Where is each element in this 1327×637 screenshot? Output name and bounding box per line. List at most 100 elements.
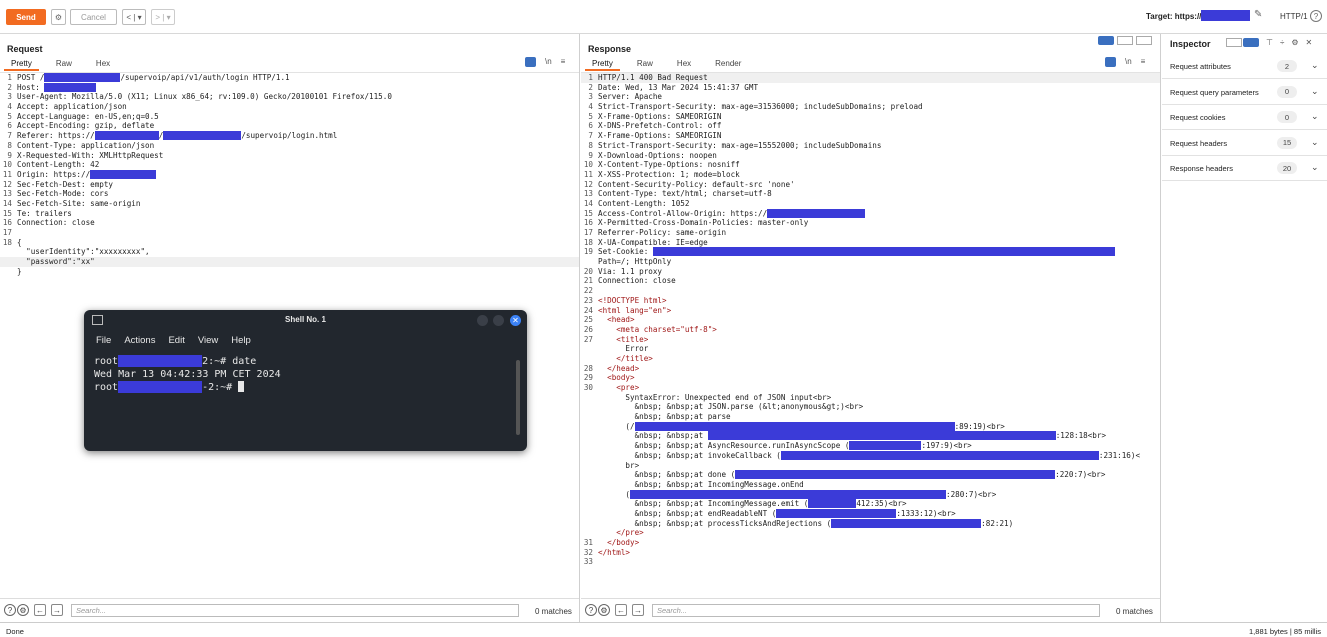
code-text: X-Requested-With: XMLHttpRequest xyxy=(17,151,163,161)
expand-all-icon[interactable]: ÷ xyxy=(1279,38,1285,47)
cancel-button[interactable]: Cancel xyxy=(70,9,117,25)
tab-pretty[interactable]: Pretty xyxy=(585,58,620,71)
code-segment: Strict-Transport-Security: max-age=31536… xyxy=(598,102,923,112)
code-text: X-XSS-Protection: 1; mode=block xyxy=(598,170,740,180)
help-icon[interactable]: ? xyxy=(1310,10,1322,22)
chevron-down-icon[interactable]: ⌄ xyxy=(1311,60,1319,70)
line-number: 29 xyxy=(583,373,593,383)
pretty-view-icon[interactable] xyxy=(525,57,536,67)
history-forward-button[interactable]: > | ▾ xyxy=(151,9,175,25)
code-text: Sec-Fetch-Mode: cors xyxy=(17,189,108,199)
response-search-input[interactable]: Search... xyxy=(652,604,1100,617)
code-line: &nbsp; &nbsp;at parse xyxy=(581,412,1160,422)
inspector-close-icon[interactable]: ✕ xyxy=(1305,38,1313,47)
help-icon[interactable]: ? xyxy=(585,604,597,616)
code-segment: </html> xyxy=(598,547,631,557)
tab-raw[interactable]: Raw xyxy=(55,59,72,68)
newline-toggle-icon[interactable]: \n xyxy=(1125,57,1132,66)
code-text: Content-Type: text/html; charset=utf-8 xyxy=(598,189,772,199)
chevron-down-icon[interactable]: ⌄ xyxy=(1311,85,1319,96)
terminal-menu-edit[interactable]: Edit xyxy=(168,335,185,346)
line-number: 15 xyxy=(2,208,12,218)
settings-gear-icon[interactable]: ⚙ xyxy=(51,9,66,25)
terminal-scrollbar[interactable] xyxy=(516,360,520,435)
maximize-button[interactable] xyxy=(493,315,504,326)
code-segment: "password":"xx" xyxy=(17,257,95,267)
tab-pretty[interactable]: Pretty xyxy=(4,58,39,71)
help-icon[interactable]: ? xyxy=(4,604,16,616)
next-match-icon[interactable]: → xyxy=(632,604,644,616)
collapse-all-icon[interactable]: ⊤ xyxy=(1266,38,1273,47)
code-text: <pre> xyxy=(598,383,639,393)
code-text: &nbsp; &nbsp;at parse xyxy=(598,412,731,422)
next-match-icon[interactable]: → xyxy=(51,604,63,616)
code-segment: <!DOCTYPE html> xyxy=(598,295,667,305)
code-segment: <title> xyxy=(598,334,649,344)
terminal-menu-file[interactable]: File xyxy=(96,335,112,346)
terminal-menu-view[interactable]: View xyxy=(197,335,219,346)
code-segment: Content-Type: application/json xyxy=(17,140,155,150)
settings-gear-icon[interactable]: ⚙ xyxy=(598,604,610,616)
redaction-block xyxy=(630,489,947,499)
http-version-label[interactable]: HTTP/1 xyxy=(1280,12,1308,21)
code-line: br> xyxy=(581,461,1160,471)
split-vertical-icon[interactable] xyxy=(1117,36,1133,45)
code-text: <html lang="en"> xyxy=(598,306,671,316)
menu-icon[interactable]: ≡ xyxy=(560,57,566,66)
chevron-down-icon[interactable]: ⌄ xyxy=(1311,162,1319,172)
prompt-user: root xyxy=(94,356,119,367)
hostname-redaction xyxy=(118,381,203,393)
code-line: 33 xyxy=(581,557,1160,567)
code-segment: <html lang="en"> xyxy=(598,305,672,315)
previous-match-icon[interactable]: ← xyxy=(615,604,627,616)
line-number: 19 xyxy=(583,247,593,257)
chevron-down-icon[interactable]: ⌄ xyxy=(1311,111,1319,121)
send-button[interactable]: Send xyxy=(6,9,46,25)
inspector-layout-active-icon[interactable] xyxy=(1243,38,1259,47)
previous-match-icon[interactable]: ← xyxy=(34,604,46,616)
tab-render[interactable]: Render xyxy=(715,59,742,68)
edit-target-pencil-icon[interactable]: ✎ xyxy=(1254,9,1263,20)
code-segment: X-DNS-Prefetch-Control: off xyxy=(598,121,722,131)
history-back-button[interactable]: < | ▾ xyxy=(122,9,146,25)
split-horizontal-icon[interactable] xyxy=(1098,36,1114,45)
inspector-layout-icon[interactable] xyxy=(1226,38,1242,47)
code-segment: Accept-Language: en-US,en;q=0.5 xyxy=(17,111,159,121)
code-segment: <meta charset="utf-8"> xyxy=(598,324,717,334)
request-search-input[interactable]: Search... xyxy=(71,604,519,617)
close-icon[interactable]: ✕ xyxy=(510,315,521,326)
inspector-controls: ⊤ ÷ ⚙ ✕ xyxy=(1226,38,1312,47)
menu-icon[interactable]: ≡ xyxy=(1140,57,1146,66)
terminal-menu-help[interactable]: Help xyxy=(231,335,251,346)
code-segment: User-Agent: Mozilla/5.0 (X11; Linux x86_… xyxy=(17,92,392,102)
terminal-menu-actions[interactable]: Actions xyxy=(124,335,156,346)
settings-gear-icon[interactable]: ⚙ xyxy=(17,604,29,616)
inspector-settings-icon[interactable]: ⚙ xyxy=(1291,38,1299,47)
pretty-view-icon[interactable] xyxy=(1105,57,1116,67)
newline-toggle-icon[interactable]: \n xyxy=(545,57,552,66)
code-line: 25 <head> xyxy=(581,315,1160,325)
tab-hex[interactable]: Hex xyxy=(95,59,111,68)
chevron-down-icon[interactable]: ⌄ xyxy=(1311,136,1319,147)
tab-hex[interactable]: Hex xyxy=(676,59,692,68)
code-segment: /supervoip/api/v1/auth/login HTTP/1.1 xyxy=(120,73,290,82)
code-segment: Content-Length: 42 xyxy=(17,160,100,170)
tab-raw[interactable]: Raw xyxy=(636,59,653,68)
minimize-button[interactable] xyxy=(477,315,488,326)
code-text: </head> xyxy=(598,364,639,374)
tabs-layout-icon[interactable] xyxy=(1136,36,1152,45)
code-text: (/:89:19)<br> xyxy=(598,421,1005,432)
target-label[interactable]: Target: https:// xyxy=(1146,12,1202,21)
code-segment: &nbsp; &nbsp;at IncomingMessage.emit ( xyxy=(598,499,809,509)
